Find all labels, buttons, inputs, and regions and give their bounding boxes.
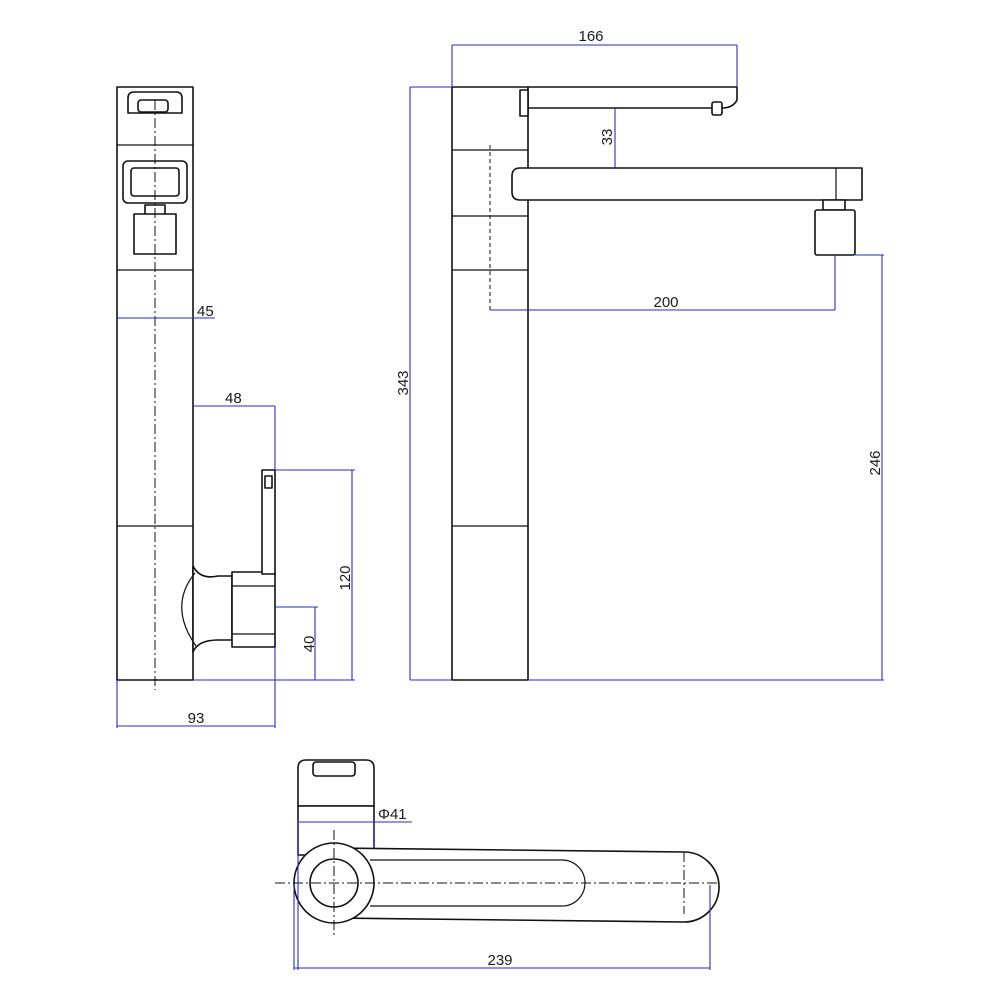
front-spout-arm: [511, 167, 863, 201]
side-handle-base: [231, 571, 276, 648]
dim-front-total-height: 343: [395, 370, 412, 395]
front-top-spout: [527, 86, 738, 109]
side-view: 45 48 120 40 93: [116, 86, 355, 728]
dim-side-total-depth: 93: [188, 710, 205, 727]
dim-front-spout-reach: 200: [653, 294, 678, 311]
side-lever: [261, 469, 276, 575]
dim-top-diameter: Φ41: [378, 806, 407, 823]
side-handle-curve: [181, 572, 197, 647]
front-outlet-neck: [822, 199, 846, 211]
top-view: Φ41 239: [275, 759, 720, 970]
dim-front-top-spout-length: 166: [578, 28, 603, 45]
dim-side-handle-base: 40: [301, 636, 318, 653]
dim-front-spout-gap: 33: [599, 129, 616, 146]
side-lever-tip: [264, 475, 273, 489]
front-outlet: [814, 209, 856, 256]
side-top-nozzle: [137, 99, 169, 113]
front-view: 166 33 200 343 246: [395, 28, 884, 681]
front-top-spout-root: [519, 89, 529, 117]
front-top-nozzle: [711, 101, 723, 116]
dim-front-outlet-height: 246: [867, 450, 884, 475]
dim-side-handle-height: 120: [337, 565, 354, 590]
top-lever: [333, 847, 720, 923]
dim-side-body-width: 45: [197, 303, 214, 320]
top-spout-nozzle: [312, 761, 356, 777]
side-handle-collar: [192, 565, 233, 653]
dim-side-handle-offset: 48: [225, 390, 242, 407]
dim-top-total-length: 239: [487, 952, 512, 969]
